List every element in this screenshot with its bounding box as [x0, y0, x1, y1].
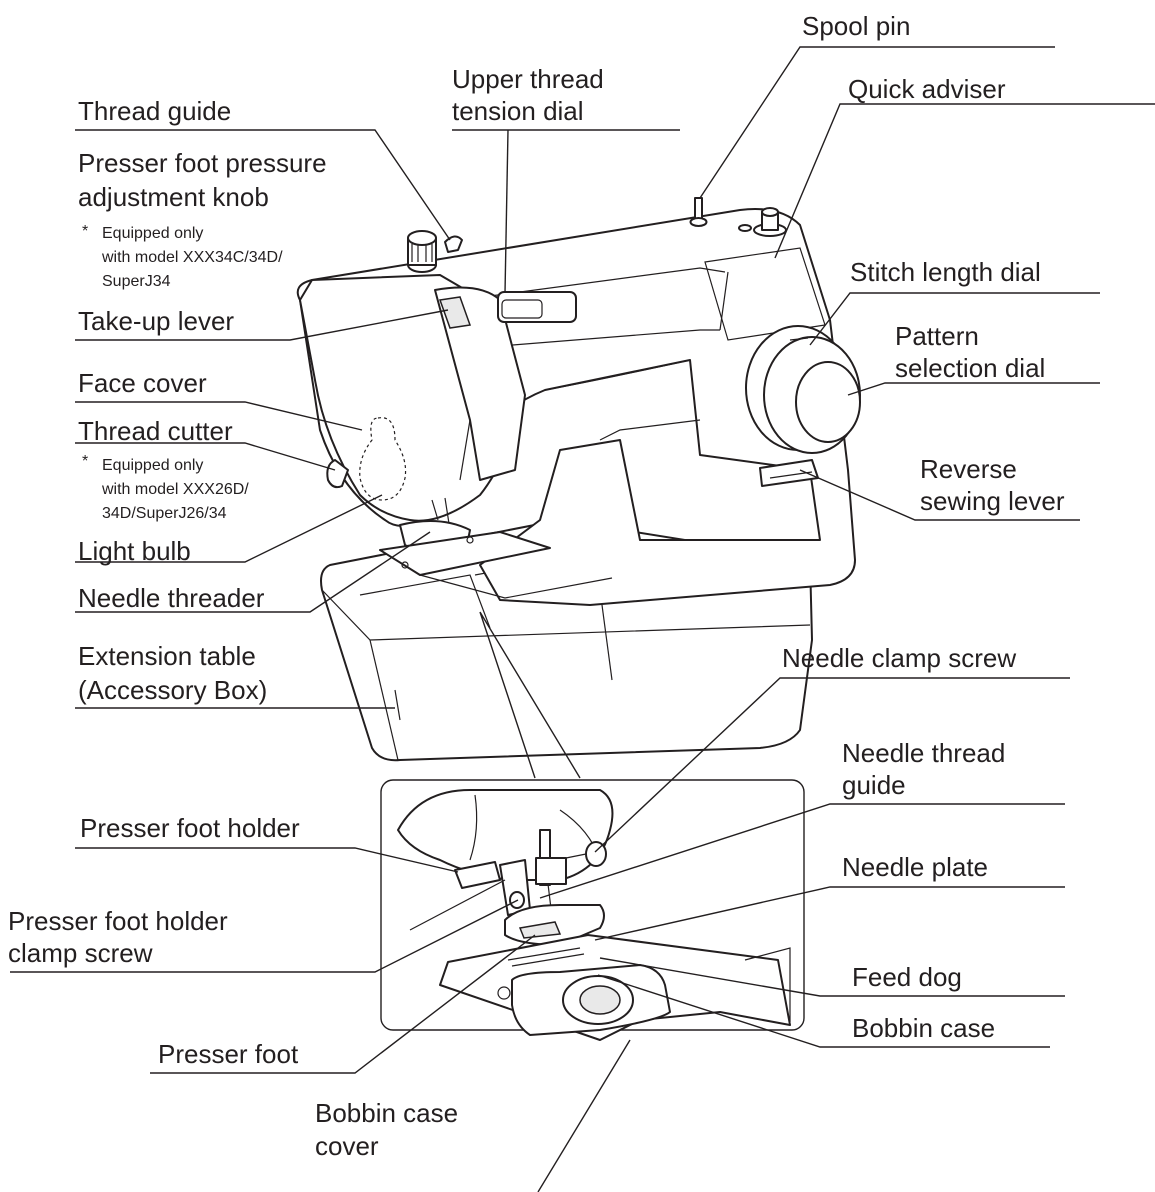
label-holder-clamp-1: Presser foot holder — [8, 906, 228, 936]
label-thread-guide: Thread guide — [78, 96, 231, 126]
note-asterisk-2: * — [82, 453, 88, 470]
sewing-machine-illustration — [296, 197, 861, 762]
label-needle-thread-guide-1: Needle thread — [842, 738, 1005, 768]
label-extension-1: Extension table — [78, 641, 256, 671]
note-cutter-3: 34D/SuperJ26/34 — [102, 505, 227, 522]
label-upper-thread-tension-1: Upper thread — [452, 64, 604, 94]
label-face-cover: Face cover — [78, 368, 207, 398]
note-presser-2: with model XXX34C/34D/ — [101, 249, 283, 266]
label-spool-pin: Spool pin — [802, 11, 910, 41]
label-needle-plate: Needle plate — [842, 852, 988, 882]
leader-lines — [10, 46, 1155, 1192]
label-presser-foot: Presser foot — [158, 1039, 299, 1069]
label-bobbin-case: Bobbin case — [852, 1013, 995, 1043]
label-thread-cutter: Thread cutter — [78, 416, 233, 446]
label-feed-dog: Feed dog — [852, 962, 962, 992]
label-upper-thread-tension-2: tension dial — [452, 96, 584, 126]
label-needle-clamp-screw: Needle clamp screw — [782, 643, 1016, 673]
label-holder-clamp-2: clamp screw — [8, 938, 153, 968]
label-presser-pressure-2: adjustment knob — [78, 182, 269, 212]
label-quick-adviser: Quick adviser — [848, 74, 1006, 104]
label-reverse-2: sewing lever — [920, 486, 1065, 516]
label-take-up-lever: Take-up lever — [78, 306, 234, 336]
label-needle-thread-guide-2: guide — [842, 770, 906, 800]
note-cutter-1: Equipped only — [102, 457, 203, 474]
label-bobbin-cover-1: Bobbin case — [315, 1098, 458, 1128]
pattern-dial-shape — [745, 325, 861, 454]
inset-detail — [380, 779, 805, 1041]
label-stitch-length: Stitch length dial — [850, 257, 1041, 287]
labels: Spool pin Quick adviser Upper thread ten… — [8, 11, 1065, 1161]
label-pattern-1: Pattern — [895, 321, 979, 351]
label-bobbin-cover-2: cover — [315, 1131, 379, 1161]
label-light-bulb: Light bulb — [78, 536, 191, 566]
label-needle-threader: Needle threader — [78, 583, 265, 613]
note-presser-3: SuperJ34 — [102, 273, 171, 290]
note-presser-1: Equipped only — [102, 225, 203, 242]
label-presser-pressure-1: Presser foot pressure — [78, 148, 327, 178]
light-bulb-shape — [359, 417, 407, 501]
label-extension-2: (Accessory Box) — [78, 675, 267, 705]
label-reverse-1: Reverse — [920, 454, 1017, 484]
note-asterisk-1: * — [82, 223, 88, 240]
note-cutter-2: with model XXX26D/ — [101, 481, 249, 498]
label-pattern-2: selection dial — [895, 353, 1045, 383]
pressure-knob — [407, 230, 437, 273]
label-presser-foot-holder: Presser foot holder — [80, 813, 300, 843]
